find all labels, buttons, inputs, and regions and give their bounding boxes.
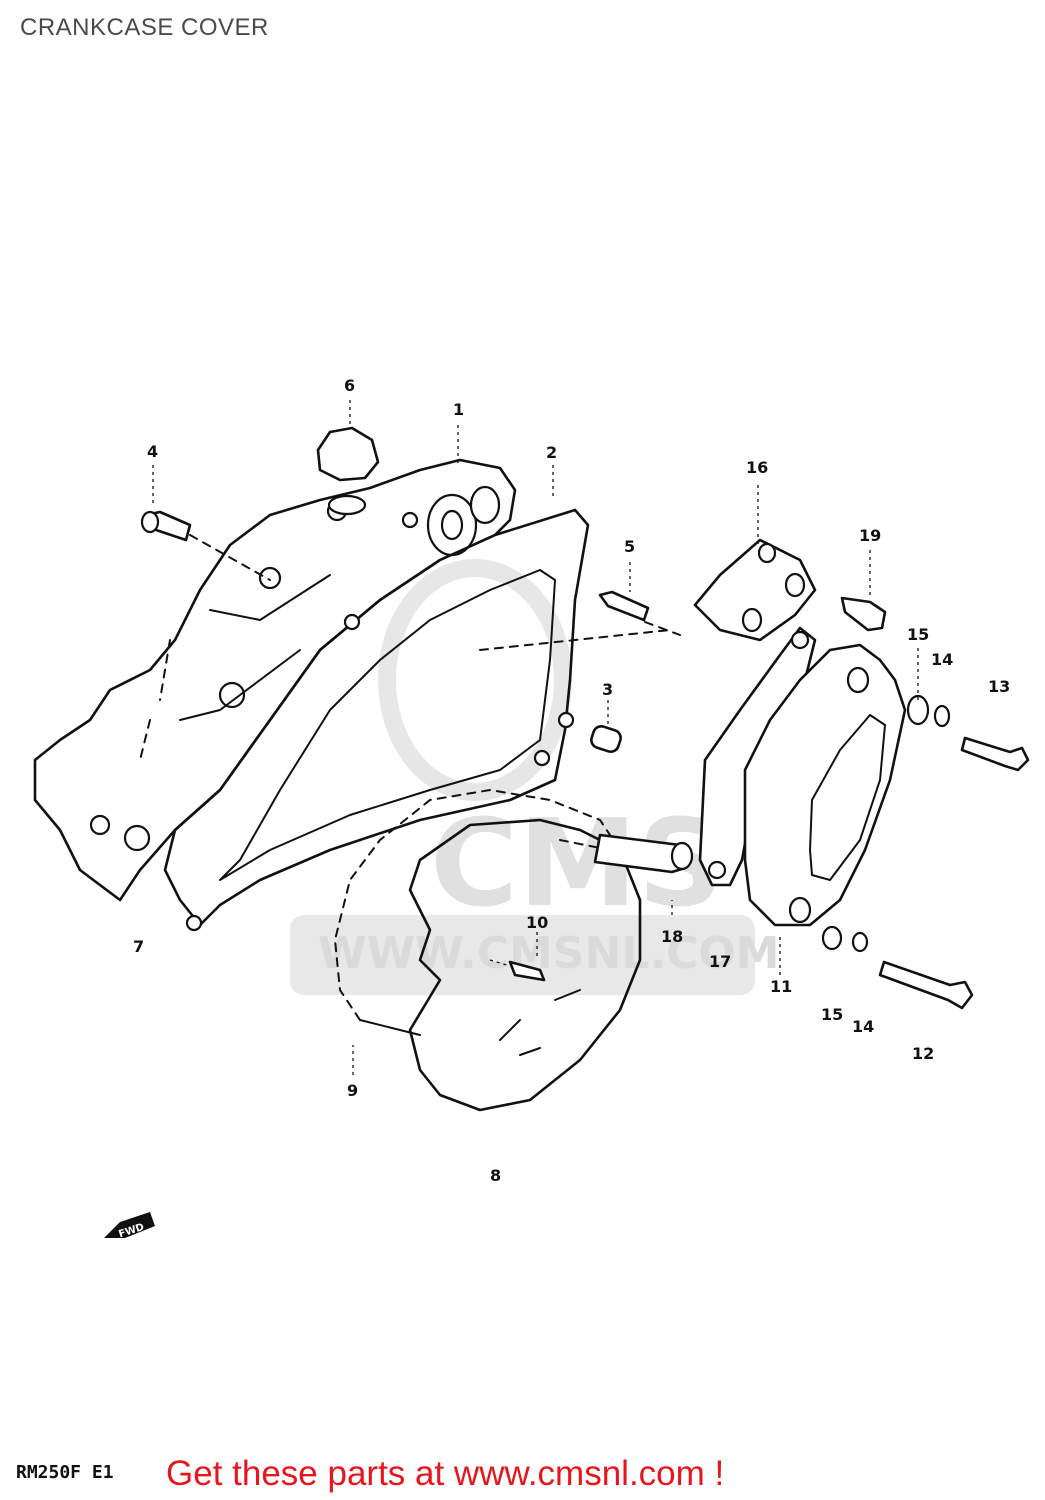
callout-14-lower: 14 — [852, 1017, 874, 1036]
model-code-label: RM250F E1 — [16, 1462, 114, 1483]
callout-9: 9 — [347, 1081, 358, 1100]
callout-3: 3 — [602, 680, 613, 699]
bolt-part-13 — [960, 736, 1030, 772]
exploded-parts-diagram: WWW.CMSNL.COM CMS — [33, 376, 1030, 1240]
callout-4: 4 — [147, 442, 158, 461]
crankcase-cover-gasket-part — [163, 508, 590, 932]
callout-19: 19 — [859, 526, 881, 545]
callout-12: 12 — [912, 1044, 934, 1063]
bolt-part-5 — [479, 590, 681, 651]
washer-part-14 — [851, 704, 951, 953]
callout-13: 13 — [988, 677, 1010, 696]
watermark-url: WWW.CMSNL.COM — [318, 928, 780, 979]
dowel-pin-part — [590, 724, 622, 754]
promo-link[interactable]: Get these parts at www.cmsnl.com ! — [166, 1454, 725, 1493]
callout-1: 1 — [453, 400, 464, 419]
callout-18: 18 — [661, 927, 683, 946]
water-pump-cover-part — [743, 643, 907, 927]
screw-part-10 — [489, 959, 546, 982]
callout-17: 17 — [709, 952, 731, 971]
callout-numbers: 1 2 3 4 5 6 7 8 9 10 11 12 13 14 15 16 1… — [133, 376, 1010, 1185]
clutch-cover-gasket-part — [333, 788, 621, 1036]
leader-lines — [152, 400, 919, 1075]
callout-2: 2 — [546, 443, 557, 462]
callout-16: 16 — [746, 458, 768, 477]
bolt-part-19 — [840, 596, 887, 632]
callout-10: 10 — [526, 913, 548, 932]
forward-direction-arrow: FWD — [104, 1212, 155, 1240]
callout-15-lower: 15 — [821, 1005, 843, 1024]
bolt-part-12 — [878, 960, 974, 1010]
callout-8: 8 — [490, 1166, 501, 1185]
callout-14-upper: 14 — [931, 650, 953, 669]
bolt-part-4 — [140, 510, 271, 581]
crankcase-cover-part — [33, 458, 517, 902]
callout-7: 7 — [133, 937, 144, 956]
bracket-part-16 — [693, 538, 817, 642]
pipe-part-18 — [559, 833, 694, 874]
callout-5: 5 — [624, 537, 635, 556]
callout-11: 11 — [770, 977, 792, 996]
diagram-title: CRANKCASE COVER — [20, 14, 269, 41]
washer-part-15 — [821, 694, 930, 951]
oil-filler-cap-part — [316, 426, 380, 516]
callout-15-upper: 15 — [907, 625, 929, 644]
clutch-cover-part — [408, 818, 642, 1112]
callout-6: 6 — [344, 376, 355, 395]
